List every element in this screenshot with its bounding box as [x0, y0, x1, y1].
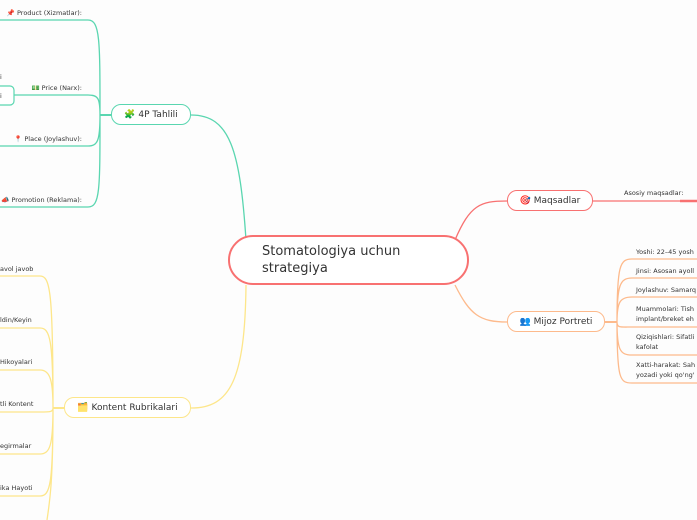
topic-jinsi[interactable]: Jinsi: Asosan ayoll	[636, 267, 695, 275]
topic-product[interactable]: 📌 Product (Xizmatlar):	[6, 9, 82, 17]
topic-kontent[interactable]: Hikoyalari	[0, 358, 33, 366]
topic-kontent[interactable]: ldin/Keyin	[0, 316, 32, 324]
topic-kontent[interactable]: egirmalar	[0, 442, 32, 450]
topic-kontent[interactable]: ika Hayoti	[0, 484, 33, 492]
topic-cut[interactable]: i	[0, 73, 2, 81]
topic-muammolari[interactable]: Muammolari: Tish implant/breket eh	[636, 305, 694, 323]
topic-cut[interactable]: i	[0, 92, 2, 100]
topic-yoshi[interactable]: Yoshi: 22–45 yosh	[636, 248, 694, 256]
topic-asosiy-maqsadlar[interactable]: Asosiy maqsadlar:	[624, 189, 684, 197]
topic-kontent[interactable]: tli Kontent	[0, 400, 34, 408]
central-topic-label: Stomatologiya uchun strategiya	[262, 244, 401, 276]
topic-promotion[interactable]: 📣 Promotion (Reklama):	[1, 196, 82, 204]
node-mijoz-portreti[interactable]: 👥 Mijoz Portreti	[507, 311, 605, 332]
topic-kontent[interactable]: avol javob	[0, 265, 34, 273]
node-maqsadlar[interactable]: 🎯 Maqsadlar	[507, 190, 593, 211]
node-kontent-rubrikalari[interactable]: 🗂️ Kontent Rubrikalari	[64, 397, 191, 418]
topic-price[interactable]: 💵 Price (Narx):	[31, 84, 82, 92]
topic-qiziqishlari[interactable]: Qiziqishlari: Sifatli kafolat	[636, 333, 695, 351]
node-4p-tahlili[interactable]: 🧩 4P Tahlili	[111, 104, 191, 125]
central-topic[interactable]: Stomatologiya uchun strategiya	[228, 235, 469, 285]
topic-xatti-harakat[interactable]: Xatti-harakat: Sah yozadi yoki qo'ng'	[636, 361, 696, 379]
topic-place[interactable]: 📍 Place (Joylashuv):	[14, 135, 82, 143]
topic-joylashuv[interactable]: Joylashuv: Samarq	[636, 286, 697, 294]
